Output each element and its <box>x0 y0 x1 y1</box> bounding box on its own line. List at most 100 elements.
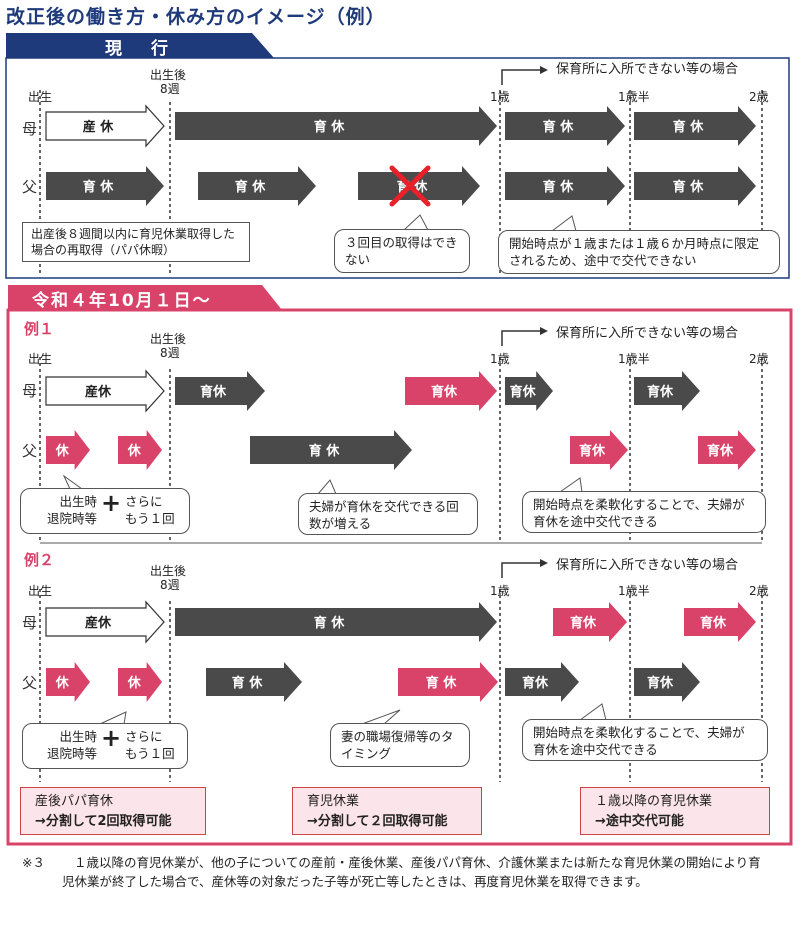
daycare-bracket <box>501 330 540 346</box>
label-birth: 出生 <box>28 90 53 104</box>
leave-arrow <box>634 166 756 206</box>
footnote-mark: ※３ <box>22 855 45 870</box>
current-note-third: ３回目の取得はできない <box>334 229 470 273</box>
example1-label: 例１ <box>24 320 55 338</box>
leave-arrow-label: 休 <box>127 675 142 691</box>
daycare-note: 保育所に入所できない等の場合 <box>556 326 739 341</box>
leave-arrow <box>698 430 756 470</box>
father-label: 父 <box>22 674 38 692</box>
mother-label: 母 <box>22 120 38 138</box>
daycare-note: 保育所に入所できない等の場合 <box>556 558 739 573</box>
label-1-year: 1歳 <box>490 90 510 104</box>
leave-arrow <box>206 662 302 702</box>
leave-arrow <box>46 662 90 702</box>
mother-label: 母 <box>22 382 38 400</box>
ex2-birth-callout: 出生時退院時等 + さらにもう１回 <box>22 723 188 769</box>
leave-arrow-label: 産休 <box>85 615 112 631</box>
leave-arrow-label: 育休 <box>431 384 458 400</box>
leave-arrow <box>553 602 627 642</box>
label-birth: 出生 <box>28 352 53 366</box>
leave-arrow <box>684 602 756 642</box>
leave-arrow-label: 育 休 <box>543 179 575 195</box>
ex1-birth-callout: 出生時退院時等 + さらにもう１回 <box>20 488 190 534</box>
label-8-weeks: 8週 <box>160 82 180 96</box>
leave-arrow <box>250 430 412 470</box>
leave-arrow-label: 育 休 <box>314 119 346 135</box>
leave-arrow-label: 育休 <box>707 443 734 459</box>
leave-arrow <box>45 369 165 413</box>
leave-arrow <box>570 430 628 470</box>
label-2-year: 2歳 <box>749 584 769 598</box>
leave-arrow <box>634 662 700 702</box>
leave-arrow-label: 育 休 <box>232 675 264 691</box>
leave-arrow <box>46 166 164 206</box>
current-note-papa: 出産後８週間以内に育児休業取得した場合の再取得（パパ休暇） <box>22 222 250 262</box>
new-banner <box>8 285 282 310</box>
ex2-note-return: 妻の職場復帰等のタイミング <box>330 723 470 767</box>
daycare-bracket <box>501 562 540 578</box>
leave-arrow <box>175 106 497 146</box>
leave-arrow-label: 育 休 <box>543 119 575 135</box>
leave-arrow-label: 育休 <box>700 615 727 631</box>
ex1-note-flexible: 開始時点を柔軟化することで、夫婦が育休を途中交代できる <box>522 491 766 533</box>
leave-arrow <box>118 430 162 470</box>
daycare-arrowhead-icon <box>540 559 548 567</box>
leave-arrow-label: 休 <box>127 443 142 459</box>
leave-arrow <box>358 166 480 206</box>
prohibited-x-icon <box>389 165 431 207</box>
leave-arrow-label: 育 休 <box>426 675 458 691</box>
leave-arrow <box>46 430 90 470</box>
page-title: 改正後の働き方・休み方のイメージ（例） <box>6 6 386 28</box>
example2-label: 例２ <box>24 551 55 569</box>
ex1-note-exchange: 夫婦が育休を交代できる回数が増える <box>298 493 478 535</box>
leave-arrow-label: 育 休 <box>309 443 341 459</box>
current-frame <box>5 57 790 279</box>
label-1-5-year: 1歳半 <box>618 584 650 598</box>
current-banner <box>6 33 274 58</box>
current-note-fixed-start: 開始時点が１歳または１歳６か月時点に限定されるため、途中で交代できない <box>498 230 780 274</box>
leave-arrow-label: 育休 <box>647 675 674 691</box>
daycare-bracket <box>501 69 540 85</box>
leave-arrow <box>398 662 498 702</box>
leave-arrow <box>198 166 316 206</box>
leave-arrow <box>634 106 756 146</box>
label-after-birth: 出生後 <box>150 564 187 578</box>
label-1-year: 1歳 <box>490 352 510 366</box>
leave-arrow <box>405 371 497 411</box>
leave-arrow <box>634 371 700 411</box>
leave-arrow <box>175 602 497 642</box>
label-1-year: 1歳 <box>490 584 510 598</box>
label-after-birth: 出生後 <box>150 68 187 82</box>
leave-arrow-label: 育 休 <box>83 179 115 195</box>
leave-arrow-label: 産休 <box>85 384 112 400</box>
label-1-5-year: 1歳半 <box>618 352 650 366</box>
daycare-arrowhead-icon <box>540 327 548 335</box>
leave-arrow-label: 産 休 <box>83 119 115 135</box>
leave-arrow <box>118 662 162 702</box>
summary-childcare-leave: 育児休業→分割して２回取得可能 <box>292 787 482 835</box>
father-label: 父 <box>22 178 38 196</box>
leave-arrow <box>505 662 579 702</box>
daycare-note: 保育所に入所できない等の場合 <box>556 62 739 77</box>
current-label: 現 行 <box>105 39 174 59</box>
ex2-note-flexible: 開始時点を柔軟化することで、夫婦が育休を途中交代できる <box>522 719 768 761</box>
leave-arrow <box>175 371 265 411</box>
label-8-weeks: 8週 <box>160 578 180 592</box>
daycare-arrowhead-icon <box>540 66 548 74</box>
label-birth: 出生 <box>28 584 53 598</box>
label-after-birth: 出生後 <box>150 332 187 346</box>
new-label: 令和４年10月１日～ <box>32 291 212 311</box>
leave-arrow-label: 育休 <box>647 384 674 400</box>
summary-papa-leave: 産後パパ育休→分割して2回取得可能 <box>20 787 206 835</box>
leave-arrow-label: 育休 <box>522 675 549 691</box>
leave-arrow <box>45 600 165 644</box>
label-2-year: 2歳 <box>749 90 769 104</box>
leave-arrow <box>505 371 553 411</box>
leave-arrow-label: 育休 <box>200 384 227 400</box>
leave-arrow-label: 育休 <box>570 615 597 631</box>
leave-arrow-label: 育 休 <box>235 179 267 195</box>
father-label: 父 <box>22 442 38 460</box>
leave-arrow <box>505 106 625 146</box>
leave-arrow-label: 育休 <box>510 384 537 400</box>
